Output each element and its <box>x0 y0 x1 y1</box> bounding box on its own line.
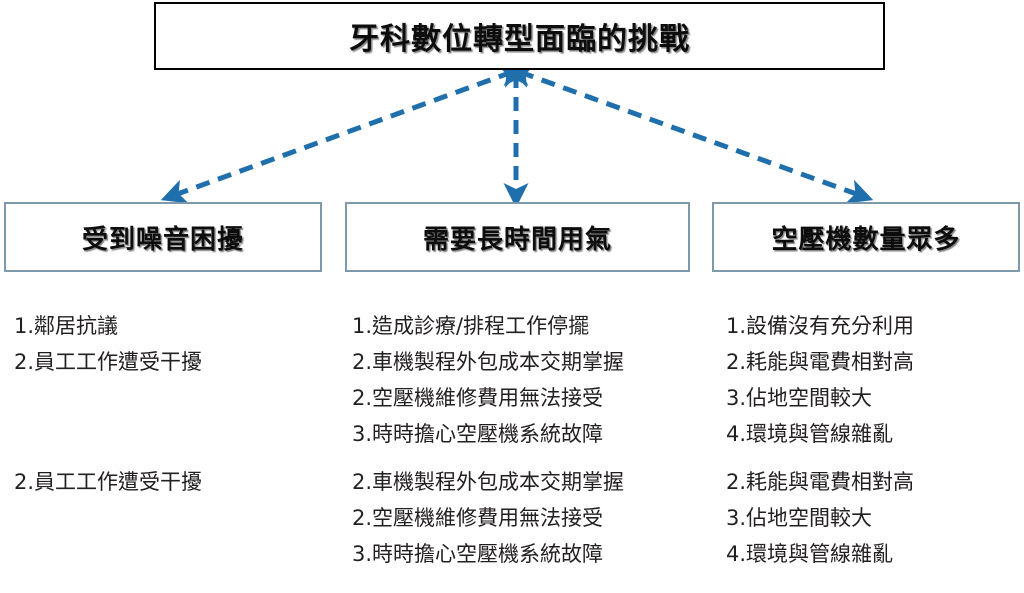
list-item: 3.時時擔心空壓機系統故障 <box>352 422 604 446</box>
list-column-upper-long-air-use: 1.造成診療/排程工作停擺 2.車機製程外包成本交期掌握 2.空壓機維修費用無法… <box>352 308 624 452</box>
list-column-lower-many-compressors: 2.耗能與電費相對高 3.佔地空間較大 4.環境與管線雜亂 <box>726 464 914 572</box>
list-item: 2.空壓機維修費用無法接受 <box>352 386 604 410</box>
category-box-long-air-use[interactable]: 需要長時間用氣 <box>345 202 690 272</box>
category-box-many-compressors[interactable]: 空壓機數量眾多 <box>712 202 1020 272</box>
list-item: 2.耗能與電費相對高 <box>726 470 915 494</box>
connector-left <box>160 64 525 204</box>
list-column-upper-noise: 1.鄰居抗議 2.員工工作遭受干擾 <box>14 308 202 380</box>
list-item: 2.車機製程外包成本交期掌握 <box>352 350 625 374</box>
list-item: 1.鄰居抗議 <box>14 314 119 338</box>
list-item: 2.耗能與電費相對高 <box>726 350 915 374</box>
page-title: 牙科數位轉型面臨的挑戰 <box>349 22 690 57</box>
list-item: 1.設備沒有充分利用 <box>726 314 915 338</box>
list-item: 2.員工工作遭受干擾 <box>14 470 203 494</box>
list-item: 1.造成診療/排程工作停擺 <box>352 314 590 338</box>
category-label: 需要長時間用氣 <box>422 224 612 255</box>
list-item: 4.環境與管線雜亂 <box>726 422 894 446</box>
category-label: 空壓機數量眾多 <box>771 224 961 255</box>
list-item: 3.佔地空間較大 <box>726 386 873 410</box>
list-item: 3.佔地空間較大 <box>726 506 873 530</box>
category-label: 受到噪音困擾 <box>81 224 244 255</box>
title-box[interactable]: 牙科數位轉型面臨的挑戰 <box>154 2 885 70</box>
list-item: 2.員工工作遭受干擾 <box>14 350 203 374</box>
connector-right <box>507 64 874 204</box>
list-item: 3.時時擔心空壓機系統故障 <box>352 542 604 566</box>
list-item: 4.環境與管線雜亂 <box>726 542 894 566</box>
category-box-noise[interactable]: 受到噪音困擾 <box>4 202 322 272</box>
list-item: 2.車機製程外包成本交期掌握 <box>352 470 625 494</box>
list-column-upper-many-compressors: 1.設備沒有充分利用 2.耗能與電費相對高 3.佔地空間較大 4.環境與管線雜亂 <box>726 308 914 452</box>
list-column-lower-noise: 2.員工工作遭受干擾 <box>14 464 202 500</box>
list-column-lower-long-air-use: 2.車機製程外包成本交期掌握 2.空壓機維修費用無法接受 3.時時擔心空壓機系統… <box>352 464 624 572</box>
list-item: 2.空壓機維修費用無法接受 <box>352 506 604 530</box>
